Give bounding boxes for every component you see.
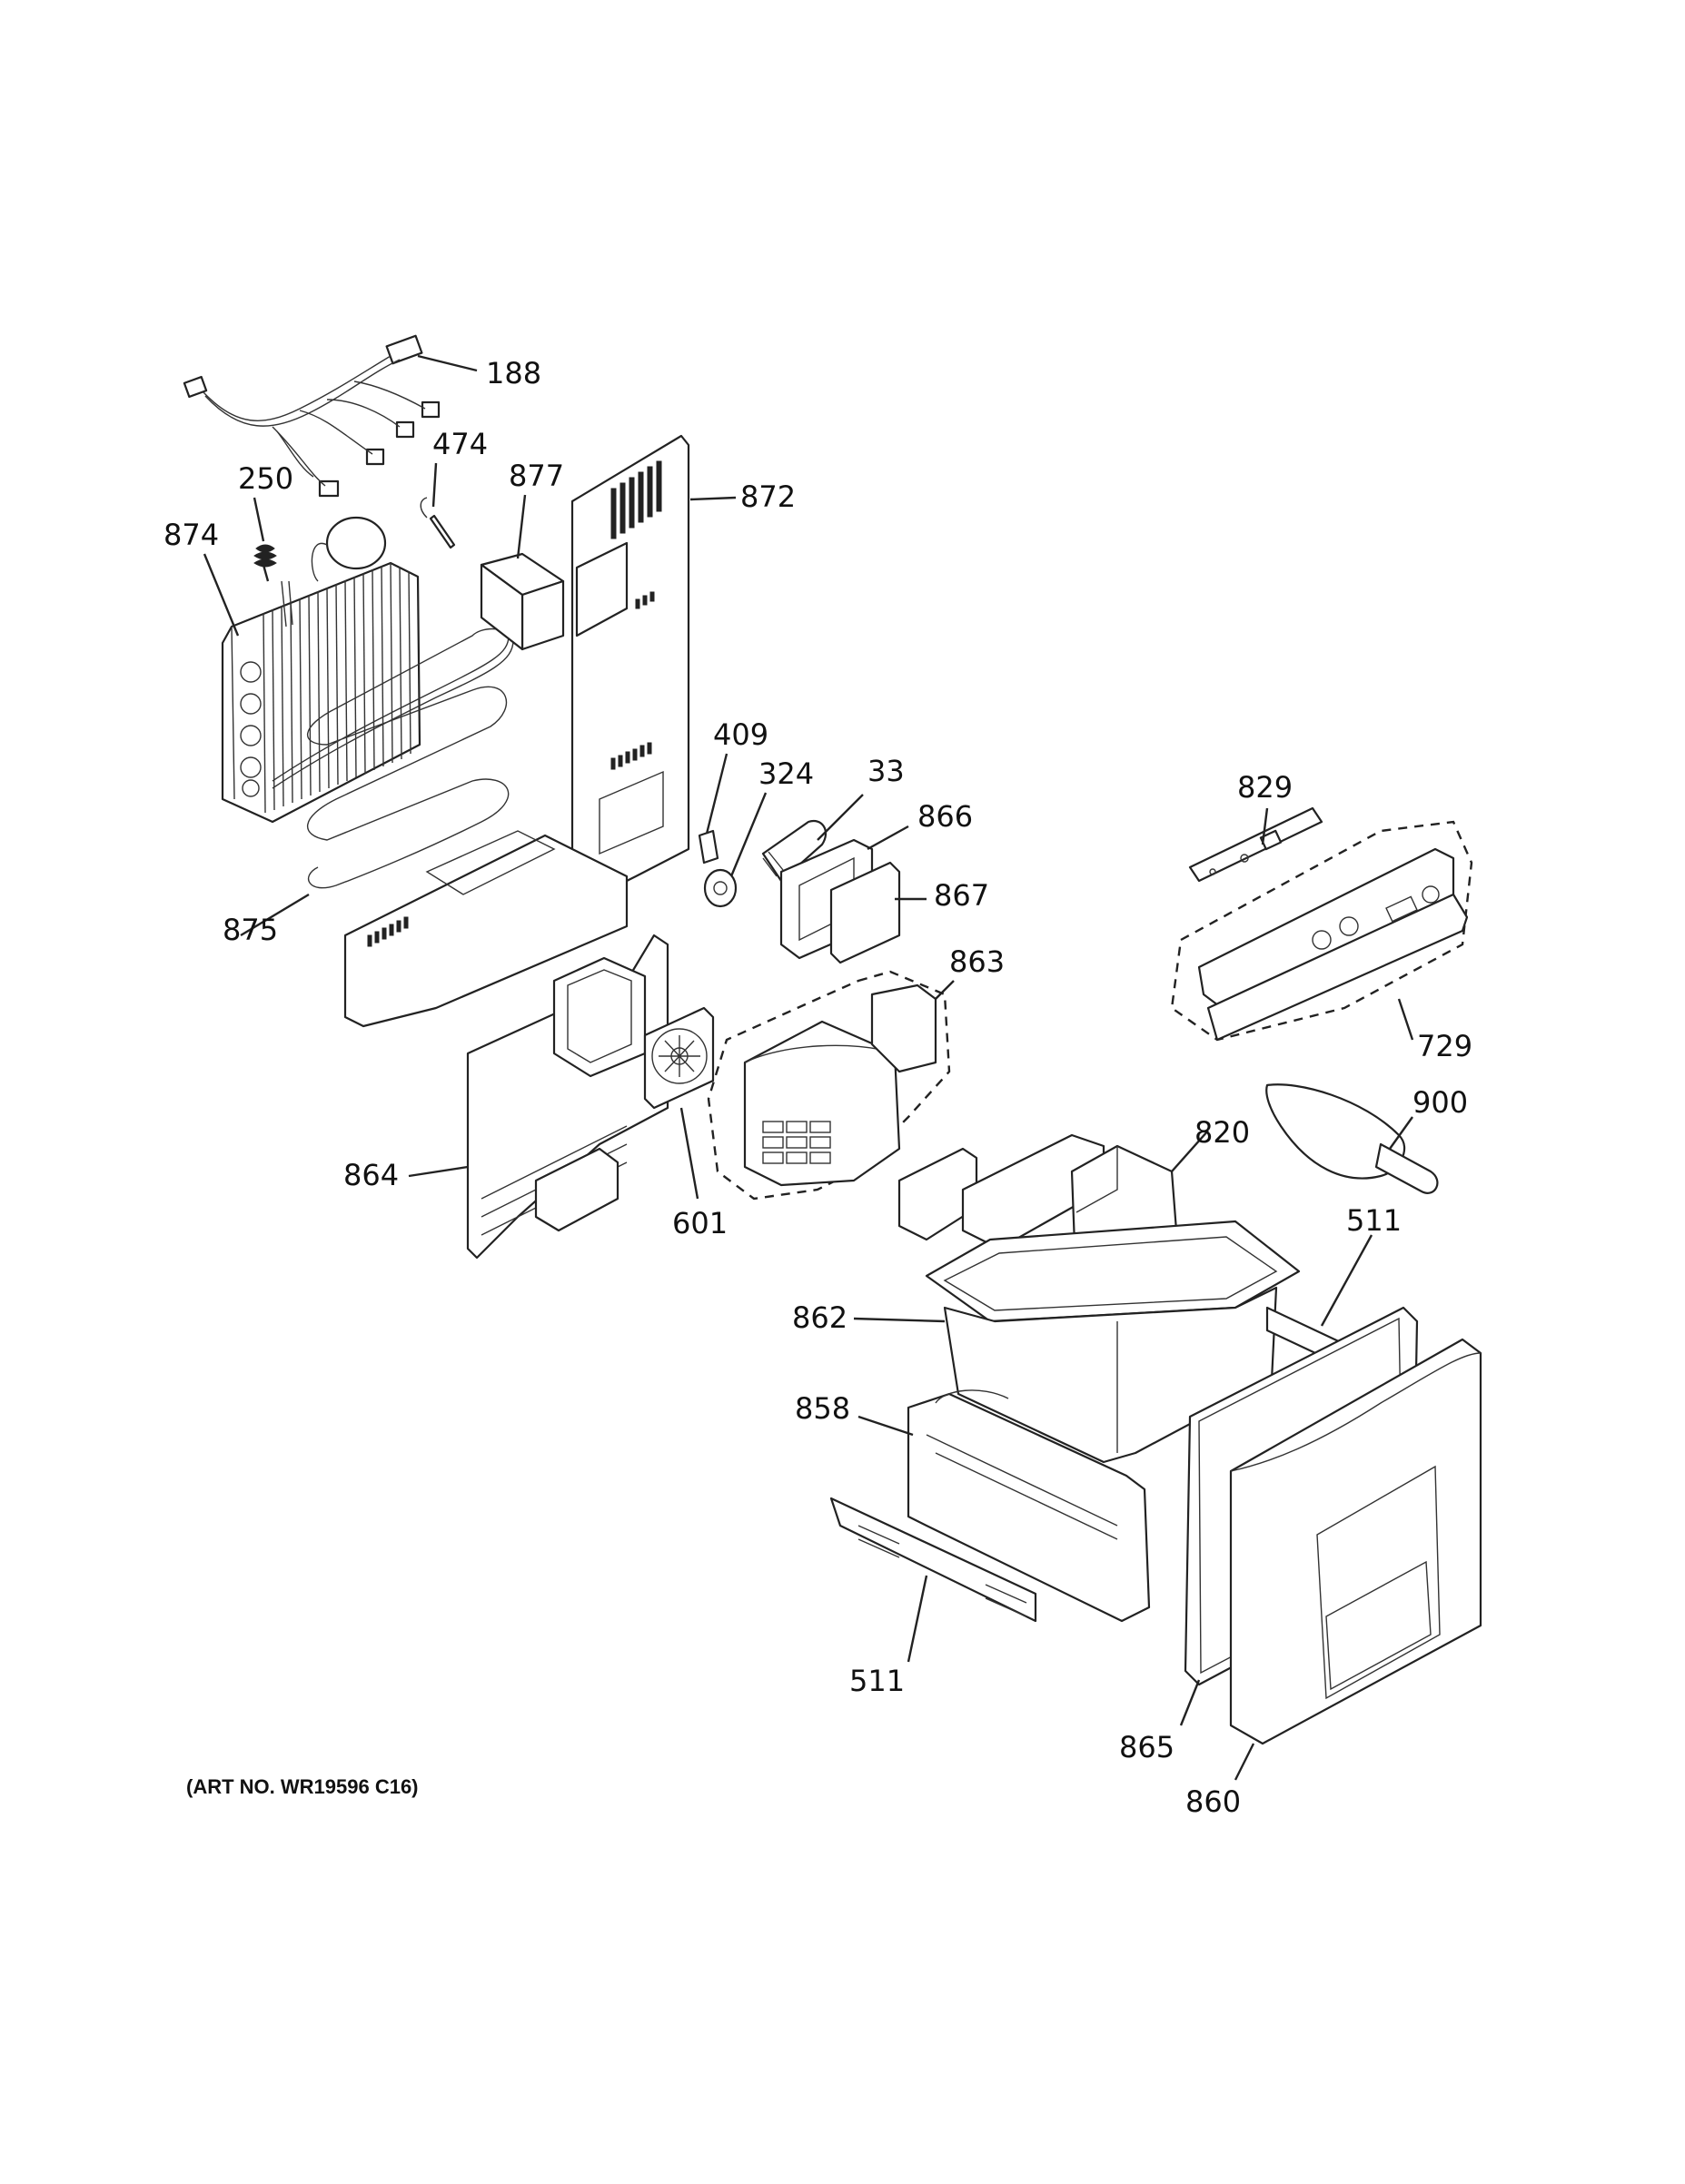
part-900-ice-scoop [1265, 1083, 1439, 1194]
callout-875: 875 [223, 913, 278, 947]
callout-324: 324 [758, 756, 814, 791]
part-872-rear-panel [570, 434, 690, 910]
part-875-defrost-heater [272, 628, 514, 889]
part-324-socket [703, 868, 738, 908]
part-862-ice-bucket [925, 1220, 1301, 1464]
part-829-control-board [1188, 806, 1323, 883]
part-188-wire-harness [183, 334, 441, 498]
part-863-fan-housing [707, 970, 951, 1201]
part-864-housing [466, 934, 669, 1260]
callout-511-upper: 511 [1346, 1203, 1402, 1238]
callout-867: 867 [934, 878, 989, 913]
callout-labels: 188 474 250 877 872 874 409 324 33 866 8… [164, 356, 1472, 1819]
callout-829: 829 [1237, 770, 1293, 805]
callout-860: 860 [1185, 1784, 1241, 1819]
callout-188: 188 [486, 356, 541, 390]
callout-250: 250 [238, 461, 293, 496]
part-877-cover [480, 552, 565, 651]
callout-864: 864 [343, 1158, 399, 1192]
callout-872: 872 [740, 479, 796, 514]
part-601-fan [643, 1006, 715, 1110]
callout-877: 877 [509, 459, 564, 493]
callout-862: 862 [792, 1300, 847, 1335]
callout-900: 900 [1412, 1085, 1468, 1120]
callout-474: 474 [432, 427, 488, 461]
part-33-bulb [761, 819, 828, 883]
callout-511-lower: 511 [849, 1664, 905, 1698]
callout-820: 820 [1194, 1115, 1250, 1150]
part-860-door-front [1229, 1338, 1482, 1745]
part-474-sensor [420, 497, 456, 549]
callout-863: 863 [949, 944, 1005, 979]
callout-858: 858 [795, 1391, 850, 1426]
callout-409: 409 [713, 717, 768, 752]
part-250-thermostat [253, 544, 277, 582]
art-number: (ART NO. WR19596 C16) [186, 1775, 419, 1798]
callout-865: 865 [1119, 1730, 1175, 1764]
part-858-drawer-frame [907, 1389, 1151, 1623]
part-409-clip [698, 829, 719, 865]
part-874-evaporator [221, 516, 421, 824]
callout-874: 874 [164, 518, 219, 552]
part-867-light-lens [829, 861, 901, 964]
callout-866: 866 [917, 799, 973, 834]
part-511-rail-lower [829, 1497, 1037, 1623]
leader-lines [203, 354, 1414, 1781]
part-729-dispenser-panel [1170, 820, 1473, 1042]
callout-601: 601 [672, 1206, 728, 1240]
part-back-plate [343, 830, 629, 1028]
callout-33: 33 [867, 754, 905, 788]
callout-729: 729 [1417, 1029, 1472, 1063]
